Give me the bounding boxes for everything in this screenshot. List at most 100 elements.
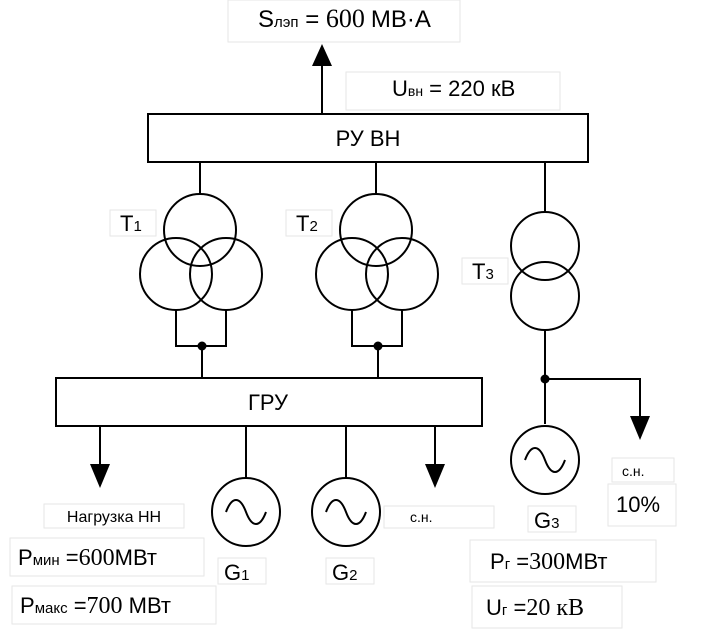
svg-text:G3: G3 [534,508,559,533]
svg-text:T3: T3 [472,259,494,284]
svg-text:T2: T2 [296,211,318,236]
hv-voltage-symbol: U [392,76,408,101]
power-line-arrow [312,44,332,114]
g3-voltage-equals: = [507,595,526,620]
t1-letter: T [120,211,133,236]
p-max-symbol: P [20,593,35,618]
aux-gru-text: с.н. [410,509,433,525]
p-min-equals: = [60,545,79,570]
p-min-value: 600 [79,545,115,571]
t3-letter: T [472,259,485,284]
hv-voltage-subscript: вн [408,83,423,99]
g3-voltage-value: 20 [526,595,550,621]
generator-g2 [311,426,381,547]
p-max-label: Pмакс =700 МВт [11,585,217,625]
generator-g1 [211,426,281,547]
t2-index: 2 [309,218,317,235]
transformer-t1-label: T1 [109,209,157,237]
p-max-value: 700 [87,593,123,619]
g1-letter: G [224,560,241,585]
p-max-equals: = [68,593,87,618]
generator-g3 [510,425,580,495]
load-nn-label: Нагрузка НН [43,503,185,529]
transformer-t1 [139,162,263,378]
transformer-t2 [315,162,439,378]
transformer-t3 [510,162,650,440]
t3-lv-winding [510,261,580,331]
hv-voltage-text: = 220 кВ [423,76,515,101]
aux-g3-text: с.н. [622,463,645,479]
g3-index: 3 [551,515,559,532]
generator-g1-label: G1 [217,557,267,585]
g2-sine-icon [325,499,367,525]
svg-text:Uг =20 кВ: Uг =20 кВ [486,595,584,621]
aux-gru-arrow [425,426,445,488]
power-line-value: 600 [326,4,365,33]
g3-voltage-unit: кВ [550,595,584,621]
svg-text:Sлэп = 600МВ·А: Sлэп = 600МВ·А [258,4,431,33]
g1-circle [211,477,281,547]
hv-voltage-label-box [345,71,561,111]
hv-bus: РУ ВН [147,113,589,163]
g3-power-equals: = [510,549,529,574]
p-min-symbol: P [18,545,33,570]
gru-bus-label: ГРУ [248,390,289,415]
svg-text:T1: T1 [120,211,142,236]
p-min-subscript: мин [33,552,60,569]
generator-g2-label: G2 [325,557,375,585]
g2-index: 2 [349,567,357,584]
generator-g3-label: G3 [527,505,577,533]
g3-voltage-label: Uг =20 кВ [471,585,623,629]
power-line-unit: МВ·А [371,6,431,33]
hv-voltage-label: Uвн = 220 кВ [345,71,561,111]
power-line-subscript: лэп [274,14,299,31]
g3-circle [510,425,580,495]
p-max-unit: МВт [123,593,171,618]
svg-text:Uвн = 220 кВ: Uвн = 220 кВ [392,76,515,101]
aux-g3-percent: 10% [616,492,660,517]
g3-power-subscript: г [505,556,511,573]
aux-g3-label: с.н. 10% [607,457,677,527]
t3-index: 3 [485,266,493,283]
t1-lv-winding-b [189,237,263,311]
g1-sine-icon [225,499,267,525]
g2-circle [311,477,381,547]
t3-hv-winding [510,211,580,281]
t1-index: 1 [133,218,141,235]
svg-text:Pг =300МВт: Pг =300МВт [490,549,608,575]
p-max-subscript: макс [35,600,68,617]
t2-hv-winding [339,193,413,267]
t1-hv-winding [163,193,237,267]
t2-lv-winding-b [365,237,439,311]
g2-letter: G [332,560,349,585]
g3-power-symbol: P [490,549,505,574]
g3-power-unit: МВт [565,549,607,574]
g3-power-label: Pг =300МВт [469,539,657,583]
hv-bus-rect [147,113,589,163]
svg-text:Pмин =600МВт: Pмин =600МВт [18,545,157,571]
load-nn-arrow [90,426,110,488]
gru-bus-rect [55,377,483,427]
load-nn-text: Нагрузка НН [67,509,161,526]
svg-text:G1: G1 [224,560,249,585]
p-min-label: Pмин =600МВт [9,537,205,577]
g3-voltage-subscript: г [502,602,508,619]
transformer-t3-label: T3 [461,257,509,285]
g3-power-value: 300 [529,549,565,575]
svg-text:G2: G2 [332,560,357,585]
power-line-symbol: S [258,6,274,33]
t2-letter: T [296,211,309,236]
g3-sine-icon [524,447,566,473]
power-line-label-box [227,0,461,43]
transformer-t2-label: T2 [285,209,333,237]
p-min-unit: МВт [115,545,157,570]
g3-letter: G [534,508,551,533]
g3-voltage-symbol: U [486,595,502,620]
gru-bus: ГРУ [55,377,483,427]
svg-text:Pмакс =700 МВт: Pмакс =700 МВт [20,593,171,619]
hv-bus-label: РУ ВН [336,126,401,151]
g1-index: 1 [241,567,249,584]
power-line-equals: = [299,6,326,33]
